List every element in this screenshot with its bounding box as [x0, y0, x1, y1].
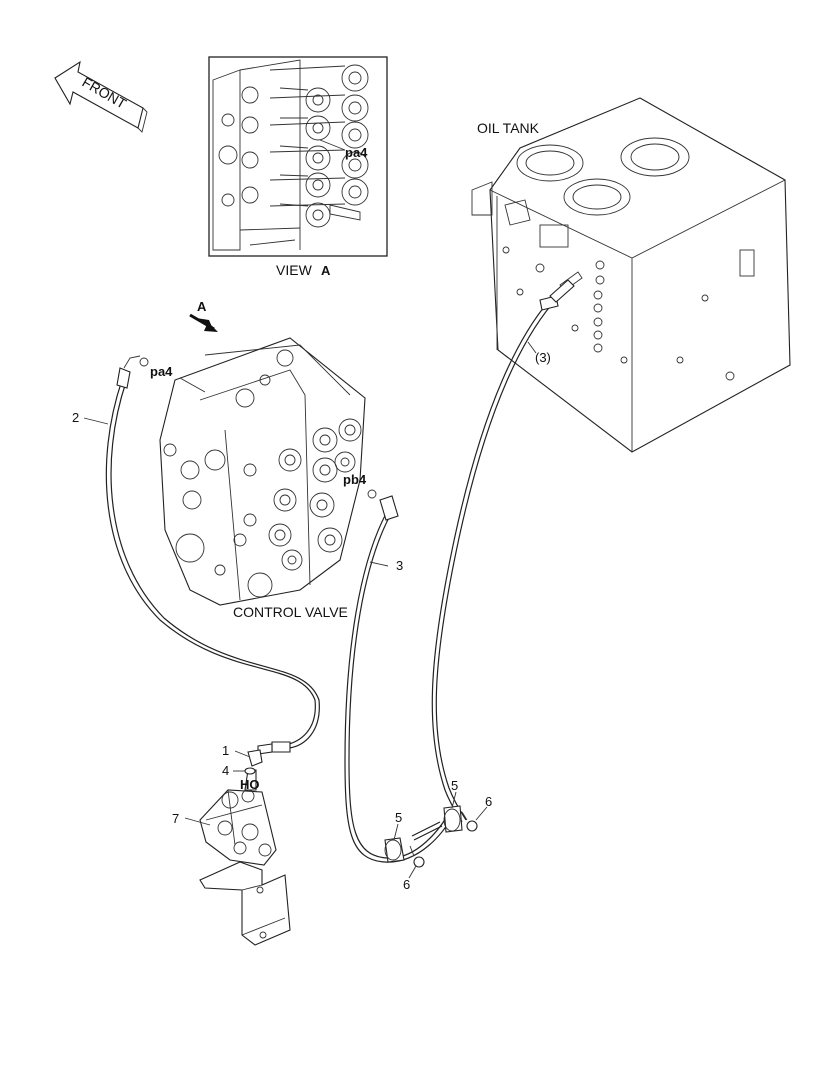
front-arrow: FRONT	[54, 60, 148, 133]
view-a-detail: pa4	[208, 56, 388, 257]
bolt-6b	[461, 811, 478, 832]
oil-tank	[471, 97, 791, 453]
mounting-bracket	[199, 861, 291, 946]
callout-3-ref: (3)	[535, 350, 551, 365]
callout-3: 3	[396, 558, 403, 573]
view-a-valve-illustration	[212, 59, 369, 251]
callout-5b: 5	[451, 778, 458, 793]
hose-2	[105, 355, 320, 755]
callout-4: 4	[222, 763, 229, 778]
bolt-6a	[409, 845, 425, 868]
elbow-fitting-1	[247, 749, 263, 767]
port-pb4-label: pb4	[343, 472, 367, 487]
view-letter: A	[321, 263, 331, 278]
view-pa4-label: pa4	[345, 145, 368, 160]
callout-leaders	[83, 341, 537, 879]
port-pa4-label: pa4	[150, 364, 173, 379]
callout-7: 7	[172, 811, 179, 826]
clamp-5b	[443, 805, 463, 833]
callout-6a: 6	[403, 877, 410, 892]
oil-tank-label: OIL TANK	[477, 120, 540, 136]
o-ring-4	[244, 767, 256, 775]
callout-5a: 5	[395, 810, 402, 825]
arrow-a-label: A	[197, 299, 207, 314]
hose-3	[344, 489, 451, 863]
hose-3-ref	[411, 279, 575, 841]
view-label: VIEW	[276, 262, 313, 278]
control-valve	[159, 337, 366, 606]
control-valve-label: CONTROL VALVE	[233, 604, 348, 620]
callout-2: 2	[72, 410, 79, 425]
port-ho-label: HO	[240, 777, 260, 792]
callout-1: 1	[222, 743, 229, 758]
clamp-5a	[384, 837, 405, 863]
view-a-arrow	[189, 313, 218, 332]
remote-valve	[199, 769, 277, 866]
callout-6b: 6	[485, 794, 492, 809]
